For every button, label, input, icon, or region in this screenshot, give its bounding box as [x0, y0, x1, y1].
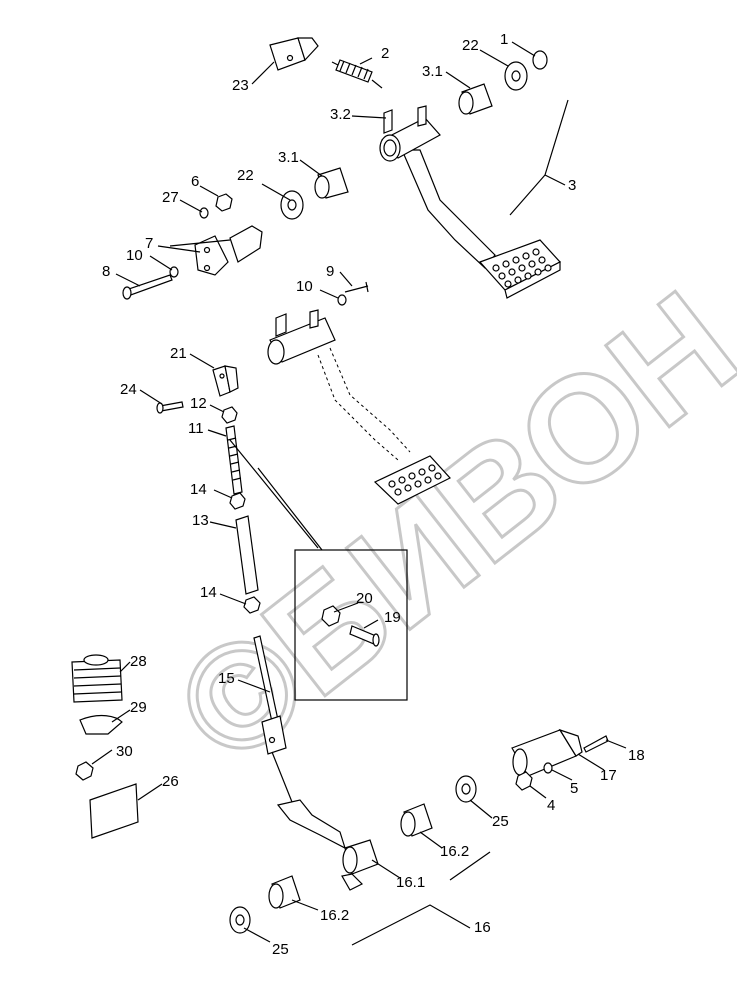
leader-lines	[91, 41, 627, 946]
callout-23: 23	[232, 77, 249, 94]
pin-24	[156, 401, 184, 414]
shaft-17	[511, 728, 583, 777]
spring-bracket	[383, 109, 393, 134]
callout-3: 3	[568, 177, 576, 194]
rod-15	[253, 635, 287, 755]
washer-27	[199, 207, 209, 219]
callout-22-lower: 22	[237, 167, 254, 184]
spring-2	[331, 59, 383, 89]
callout-10-left: 10	[126, 247, 143, 264]
pedal-assembly-lower	[267, 309, 451, 505]
callout-9: 9	[326, 263, 334, 280]
callout-19: 19	[384, 609, 401, 626]
callout-17: 17	[600, 767, 617, 784]
washer-upper-left	[280, 190, 304, 220]
pedal-arm-upper	[401, 149, 496, 269]
axle-bracket-7	[194, 225, 263, 276]
callout-21: 21	[170, 345, 187, 362]
pedal-pad-upper-dots	[492, 248, 552, 288]
callout-5: 5	[570, 780, 578, 797]
bushing-16-2a	[400, 803, 433, 837]
callout-20: 20	[356, 590, 373, 607]
washer-25b	[229, 906, 251, 934]
split-pin-9	[344, 281, 369, 293]
circlip-1	[532, 50, 548, 70]
pedal-pad-lower-dots	[388, 464, 442, 496]
callout-18: 18	[628, 747, 645, 764]
callout-4: 4	[547, 797, 555, 814]
callout-3-1-upper: 3.1	[422, 63, 443, 80]
callout-1: 1	[500, 31, 508, 48]
callout-16-2-lower: 16.2	[320, 907, 349, 924]
nut-6	[215, 193, 233, 212]
callout-25-lower: 25	[272, 941, 289, 958]
callout-6: 6	[191, 173, 199, 190]
pedal-assembly-upper	[379, 105, 561, 299]
callout-28: 28	[130, 653, 147, 670]
bolt-18	[583, 735, 609, 753]
callout-14-upper: 14	[190, 481, 207, 498]
callout-29: 29	[130, 699, 147, 716]
callout-16: 16	[474, 919, 491, 936]
washer-5	[543, 762, 553, 774]
callout-30: 30	[116, 743, 133, 760]
bracket-23	[269, 37, 319, 71]
detail-leader	[257, 467, 323, 551]
callout-labels: 1 22 2 23 3.1 3.2 3.1 22 6 27 3 7 10 8 9…	[102, 31, 645, 958]
callout-14-lower: 14	[200, 584, 217, 601]
bushing-16-2b	[268, 875, 301, 909]
nut-30	[75, 761, 94, 781]
clip-29	[79, 714, 123, 735]
washer-10b	[337, 294, 347, 306]
callout-3-2: 3.2	[330, 106, 351, 123]
callout-2: 2	[381, 45, 389, 62]
callout-24: 24	[120, 381, 137, 398]
callout-27: 27	[162, 189, 179, 206]
nut-14b	[243, 596, 261, 614]
callout-15: 15	[218, 670, 235, 687]
callout-16-1: 16.1	[396, 874, 425, 891]
label-plate-26	[89, 783, 139, 839]
washer-upper-right	[504, 61, 528, 91]
callout-10-right: 10	[296, 278, 313, 295]
callout-11: 11	[188, 420, 204, 437]
callout-7: 7	[145, 235, 153, 252]
callout-3-1-lower: 3.1	[278, 149, 299, 166]
clevis-21	[212, 365, 239, 397]
rod-11	[221, 406, 246, 510]
callout-22-upper: 22	[462, 37, 479, 54]
bushing-upper-right	[458, 83, 493, 115]
callout-13: 13	[192, 512, 209, 529]
callout-16-2-upper: 16.2	[440, 843, 469, 860]
bushing-upper-left	[314, 167, 349, 199]
bellows-28	[71, 654, 123, 703]
callout-25-upper: 25	[492, 813, 509, 830]
callout-8: 8	[102, 263, 110, 280]
coupler-13	[235, 515, 259, 595]
bolt-8	[122, 274, 173, 300]
washer-25a	[455, 775, 477, 803]
callout-12: 12	[190, 395, 207, 412]
washer-10a	[169, 266, 179, 278]
lever-16-1	[276, 799, 379, 891]
callout-26: 26	[162, 773, 179, 790]
